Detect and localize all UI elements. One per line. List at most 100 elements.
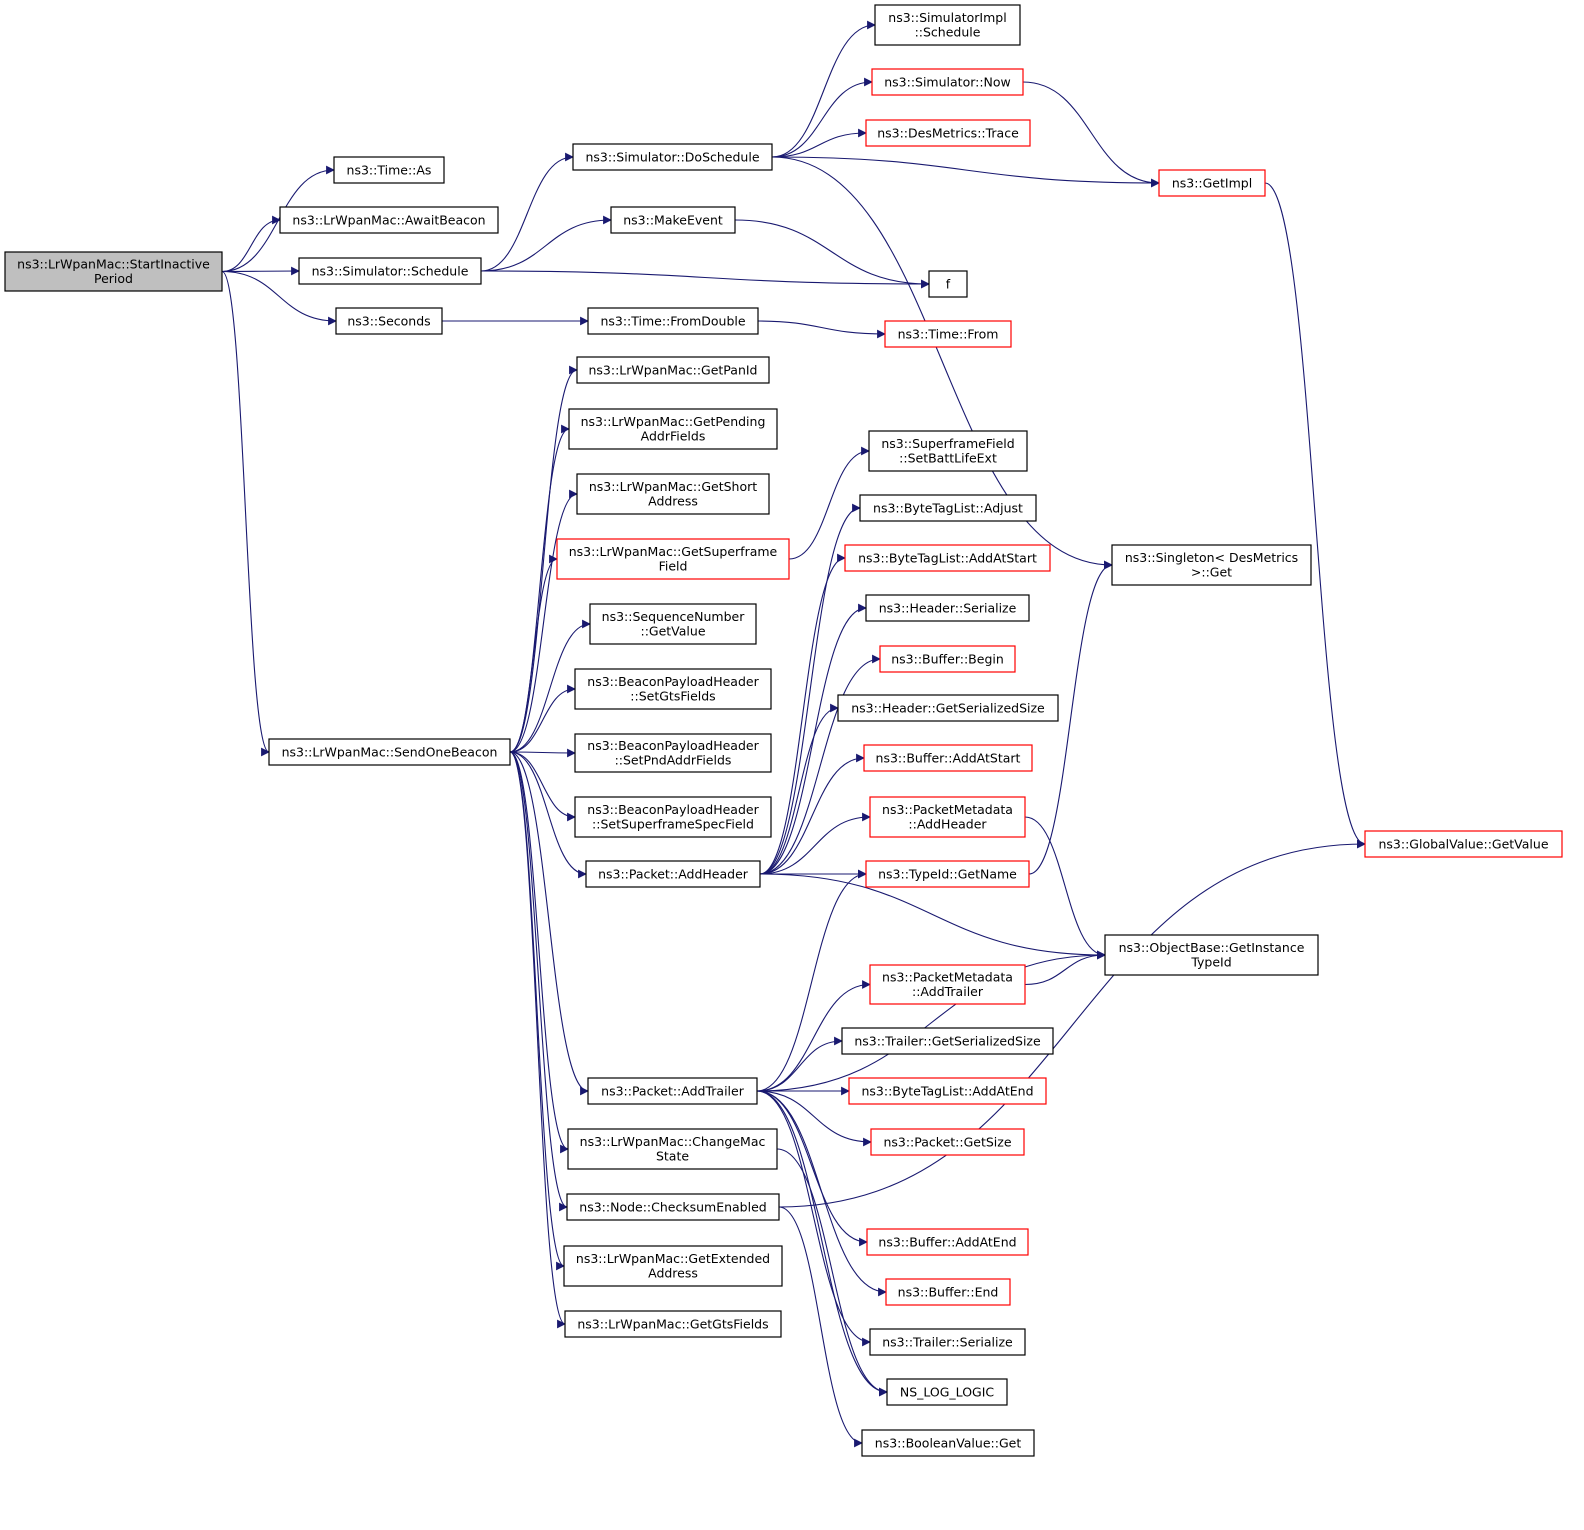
edge-path <box>221 266 300 276</box>
node-label: ns3::ByteTagList::Adjust <box>873 500 1023 515</box>
node-bufaddstart[interactable]: ns3::Buffer::AddAtStart <box>863 744 1033 772</box>
node-addheader[interactable]: ns3::Packet::AddHeader <box>585 860 761 888</box>
edge-path <box>771 156 1113 570</box>
node-pmaddheader[interactable]: ns3::PacketMetadata::AddHeader <box>869 796 1026 838</box>
node-now[interactable]: ns3::Simulator::Now <box>871 68 1024 96</box>
node-fromdouble[interactable]: ns3::Time::FromDouble <box>587 307 759 335</box>
node-trsize[interactable]: ns3::Trailer::GetSerializedSize <box>841 1027 1054 1055</box>
node-box <box>869 796 1026 838</box>
node-box <box>574 733 772 773</box>
node-label: ::Schedule <box>915 25 981 40</box>
node-setpnd[interactable]: ns3::BeaconPayloadHeader::SetPndAddrFiel… <box>574 733 772 773</box>
node-label: ns3::LrWpanMac::SendOneBeacon <box>282 744 498 759</box>
edge-path <box>1022 81 1160 188</box>
node-checksum[interactable]: ns3::Node::ChecksumEnabled <box>566 1193 780 1221</box>
node-adjust[interactable]: ns3::ByteTagList::Adjust <box>859 494 1037 522</box>
node-label: ns3::LrWpanMac::GetGtsFields <box>577 1316 768 1331</box>
node-label: TypeId <box>1190 955 1231 970</box>
node-label: ns3::BeaconPayloadHeader <box>587 674 759 689</box>
node-await[interactable]: ns3::LrWpanMac::AwaitBeacon <box>279 206 499 234</box>
node-schedule[interactable]: ns3::Simulator::Schedule <box>298 257 482 285</box>
node-box <box>841 1027 1054 1055</box>
edge-path <box>759 703 839 875</box>
node-f[interactable]: f <box>928 270 968 298</box>
node-setgts[interactable]: ns3::BeaconPayloadHeader::SetGtsFields <box>574 668 772 710</box>
node-setbatt[interactable]: ns3::SuperframeField::SetBattLifeExt <box>868 430 1028 472</box>
node-label: ns3::Buffer::AddAtEnd <box>878 1234 1016 1249</box>
node-btladdend[interactable]: ns3::ByteTagList::AddAtEnd <box>848 1077 1047 1105</box>
edge-addtrailer-to-pktsize <box>756 1090 872 1147</box>
node-desmetrics[interactable]: ns3::DesMetrics::Trace <box>865 119 1031 147</box>
edge-path <box>1024 816 1106 960</box>
edge-path <box>778 1206 863 1448</box>
node-boolget[interactable]: ns3::BooleanValue::Get <box>861 1429 1035 1457</box>
edge-sendone-to-setgts <box>509 684 576 753</box>
node-box <box>866 1228 1029 1256</box>
node-getpanid[interactable]: ns3::LrWpanMac::GetPanId <box>576 356 770 384</box>
node-simimplsched[interactable]: ns3::SimulatorImpl::Schedule <box>874 4 1021 46</box>
node-label: ns3::Header::Serialize <box>879 600 1017 615</box>
node-nslog[interactable]: NS_LOG_LOGIC <box>886 1378 1008 1406</box>
node-label: ns3::Time::As <box>347 162 432 177</box>
edge-sendone-to-getshort <box>509 489 578 753</box>
node-label: ::AddHeader <box>908 817 987 832</box>
node-doschedule[interactable]: ns3::Simulator::DoSchedule <box>572 143 773 171</box>
node-trserialize[interactable]: ns3::Trailer::Serialize <box>869 1328 1026 1356</box>
node-hdrsize[interactable]: ns3::Header::GetSerializedSize <box>837 694 1059 722</box>
node-addtrailer[interactable]: ns3::Packet::AddTrailer <box>587 1077 758 1105</box>
node-bufbegin[interactable]: ns3::Buffer::Begin <box>879 645 1016 673</box>
node-seconds[interactable]: ns3::Seconds <box>335 307 443 335</box>
node-box <box>574 796 772 838</box>
node-box <box>568 408 778 450</box>
edge-path <box>509 424 570 753</box>
edge-path <box>509 751 568 1212</box>
node-label: ns3::LrWpanMac::StartInactive <box>17 257 210 272</box>
node-box <box>1111 544 1312 586</box>
node-box <box>1158 169 1266 197</box>
node-hdrserialize[interactable]: ns3::Header::Serialize <box>865 594 1030 622</box>
edge-path <box>1024 950 1106 986</box>
node-label: ns3::BooleanValue::Get <box>875 1435 1022 1450</box>
node-box <box>572 143 773 171</box>
node-getgts[interactable]: ns3::LrWpanMac::GetGtsFields <box>564 1310 782 1338</box>
node-label: ns3::MakeEvent <box>623 212 723 227</box>
node-timefrom[interactable]: ns3::Time::From <box>884 320 1012 348</box>
node-makeevent[interactable]: ns3::MakeEvent <box>610 206 736 234</box>
edge-sendone-to-setsuperspec <box>509 751 576 822</box>
node-label: ns3::Trailer::Serialize <box>882 1334 1013 1349</box>
edge-start-to-await <box>221 215 281 273</box>
node-setsuperspec[interactable]: ns3::BeaconPayloadHeader::SetSuperframeS… <box>574 796 772 838</box>
edge-sendone-to-checksum <box>509 751 568 1212</box>
edge-path <box>1028 560 1113 875</box>
node-box <box>556 538 790 580</box>
node-bufaddend[interactable]: ns3::Buffer::AddAtEnd <box>866 1228 1029 1256</box>
node-box <box>869 1328 1026 1356</box>
edge-path <box>756 1036 843 1092</box>
edge-changemac-to-nslog <box>776 1148 888 1397</box>
node-pktsize[interactable]: ns3::Packet::GetSize <box>870 1128 1025 1156</box>
edge-path <box>776 1148 888 1397</box>
node-bufend[interactable]: ns3::Buffer::End <box>885 1278 1011 1306</box>
node-label: ns3::Trailer::GetSerializedSize <box>854 1033 1041 1048</box>
node-gvgetvalue[interactable]: ns3::GlobalValue::GetValue <box>1364 830 1563 858</box>
edge-path <box>509 554 558 753</box>
node-pmaddtrailer[interactable]: ns3::PacketMetadata::AddTrailer <box>869 964 1026 1005</box>
edge-addtrailer-to-nslog <box>756 1090 888 1397</box>
node-getname[interactable]: ns3::TypeId::GetName <box>865 860 1030 888</box>
node-singleton[interactable]: ns3::Singleton< DesMetrics >::Get <box>1111 544 1312 586</box>
node-label: ns3::PacketMetadata <box>882 802 1013 817</box>
node-sendone[interactable]: ns3::LrWpanMac::SendOneBeacon <box>268 738 511 766</box>
node-addatstart_btl[interactable]: ns3::ByteTagList::AddAtStart <box>844 544 1051 572</box>
node-as[interactable]: ns3::Time::As <box>333 156 445 184</box>
node-seqgetvalue[interactable]: ns3::SequenceNumber::GetValue <box>589 603 757 645</box>
node-getimpl[interactable]: ns3::GetImpl <box>1158 169 1266 197</box>
node-label: ns3::Buffer::Begin <box>891 651 1004 666</box>
